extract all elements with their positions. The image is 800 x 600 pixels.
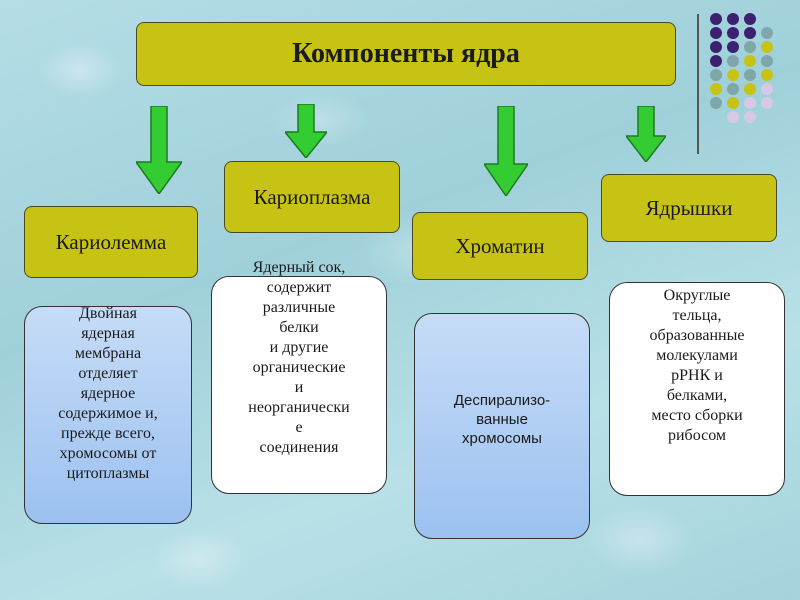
decorative-dot xyxy=(710,13,722,25)
decorative-dot xyxy=(710,55,722,67)
decorative-dot xyxy=(727,41,739,53)
decorative-dot xyxy=(761,41,773,53)
decorative-dot xyxy=(761,97,773,109)
arrow-down-icon xyxy=(484,106,528,196)
component-yadryshki: Ядрышки xyxy=(601,174,777,242)
decorative-dot xyxy=(761,83,773,95)
component-kariolemma: Кариолемма xyxy=(24,206,198,278)
decorative-dot xyxy=(744,55,756,67)
decorative-dot xyxy=(710,69,722,81)
decorative-dot xyxy=(761,69,773,81)
decorative-dot xyxy=(710,41,722,53)
arrow-down-icon xyxy=(626,106,666,162)
decorative-dot xyxy=(727,55,739,67)
arrow-down-icon xyxy=(136,106,182,194)
arrow-down-icon xyxy=(285,104,327,158)
diagram-title: Компоненты ядра xyxy=(136,22,676,86)
decorative-dot xyxy=(727,27,739,39)
decorative-dot xyxy=(744,111,756,123)
component-hromatin: Хроматин xyxy=(412,212,588,280)
decorative-dot xyxy=(744,69,756,81)
decorative-dot xyxy=(744,13,756,25)
decorative-dot xyxy=(727,69,739,81)
component-karioplazma: Кариоплазма xyxy=(224,161,400,233)
decorative-dot xyxy=(727,83,739,95)
decorative-dot xyxy=(761,55,773,67)
description-hromatin: Деспирализо- ванные хромосомы xyxy=(453,392,551,447)
description-box-karioplazma xyxy=(211,276,387,494)
decorative-dot xyxy=(744,27,756,39)
description-kariolemma: Двойная ядерная мембрана отделяет ядерно… xyxy=(58,305,158,482)
decorative-dot xyxy=(744,83,756,95)
decorative-dot-grid xyxy=(710,13,773,123)
decorative-dot xyxy=(727,13,739,25)
decorative-dot xyxy=(710,97,722,109)
description-karioplazma: Ядерный сок, содержит различные белки и … xyxy=(248,259,350,456)
decorative-dot xyxy=(710,83,722,95)
description-box-yadryshki xyxy=(609,282,785,496)
decorative-dot xyxy=(761,27,773,39)
description-box-kariolemma xyxy=(24,306,192,524)
decorative-dot xyxy=(744,41,756,53)
decorative-dot xyxy=(744,97,756,109)
description-yadryshki: Округлые тельца, образованные молекулами… xyxy=(649,287,745,444)
decorative-dot xyxy=(710,27,722,39)
description-box-hromatin xyxy=(414,313,590,539)
decorative-dot xyxy=(727,97,739,109)
decorative-vertical-line xyxy=(697,14,699,154)
decorative-dot xyxy=(727,111,739,123)
